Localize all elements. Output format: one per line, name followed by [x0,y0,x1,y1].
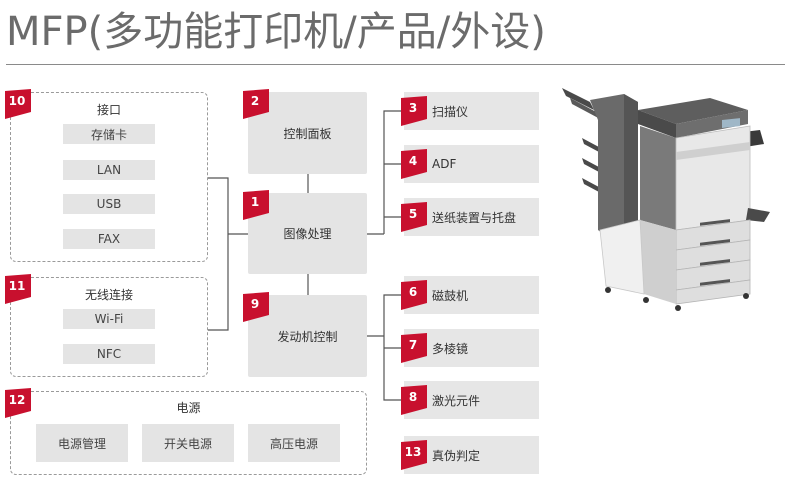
badge-1-number: 1 [250,195,260,209]
main-body-side [640,126,676,230]
badge-6-number: 6 [408,285,418,299]
interface-item-memory-card: 存储卡 [63,124,155,144]
badge-12-number: 12 [8,393,26,407]
badge-13-number: 13 [404,445,422,459]
interface-group-label: 接口 [96,103,121,117]
badge-4-number: 4 [408,154,418,168]
power-group-label: 电源 [176,401,201,415]
badge-9: 9 [243,292,271,322]
badge-5-number: 5 [408,207,418,221]
badge-8-number: 8 [408,390,418,404]
badge-12: 12 [5,388,33,418]
badge-13: 13 [401,440,429,470]
badge-11-number: 11 [8,279,26,293]
badge-10-number: 10 [8,94,26,108]
badge-2: 2 [243,89,271,119]
paper-drawers [675,219,751,305]
interface-item-usb: USB [63,194,155,214]
bypass-tray [746,208,770,222]
wireless-group-label: 无线连接 [84,288,133,302]
power-item-switching: 开关电源 [142,424,234,462]
main-body-front [675,125,751,231]
badge-7-number: 7 [408,338,418,352]
power-item-management: 电源管理 [36,424,128,462]
upper-right-bracket [383,110,404,234]
badge-6: 6 [401,280,429,310]
badge-7: 7 [401,333,429,363]
left-bracket-line [208,177,229,331]
badge-10: 10 [5,89,33,119]
page-title: MFP(多功能打印机/产品/外设) [6,9,546,55]
interface-group: 接口 [10,92,208,262]
badge-11: 11 [5,274,33,304]
wireless-group: 无线连接 [10,277,208,377]
cabinet-side [640,220,676,304]
badge-4: 4 [401,149,429,179]
title-divider [6,64,785,65]
mfp-printer-illustration [562,88,770,311]
badge-3-number: 3 [408,101,418,115]
badge-1: 1 [243,190,271,220]
power-item-high-voltage: 高压电源 [248,424,340,462]
badge-9-number: 9 [250,297,260,311]
cart-stand [599,219,645,295]
badge-5: 5 [401,202,429,232]
badge-3: 3 [401,96,429,126]
interface-item-fax: FAX [63,229,155,249]
badge-8: 8 [401,385,429,415]
adf-unit [638,98,748,124]
interface-item-lan: LAN [63,160,155,180]
wireless-item-nfc: NFC [63,344,155,364]
badge-2-number: 2 [250,94,260,108]
wireless-item-wifi: Wi-Fi [63,309,155,329]
power-group: 电源 [10,391,367,475]
